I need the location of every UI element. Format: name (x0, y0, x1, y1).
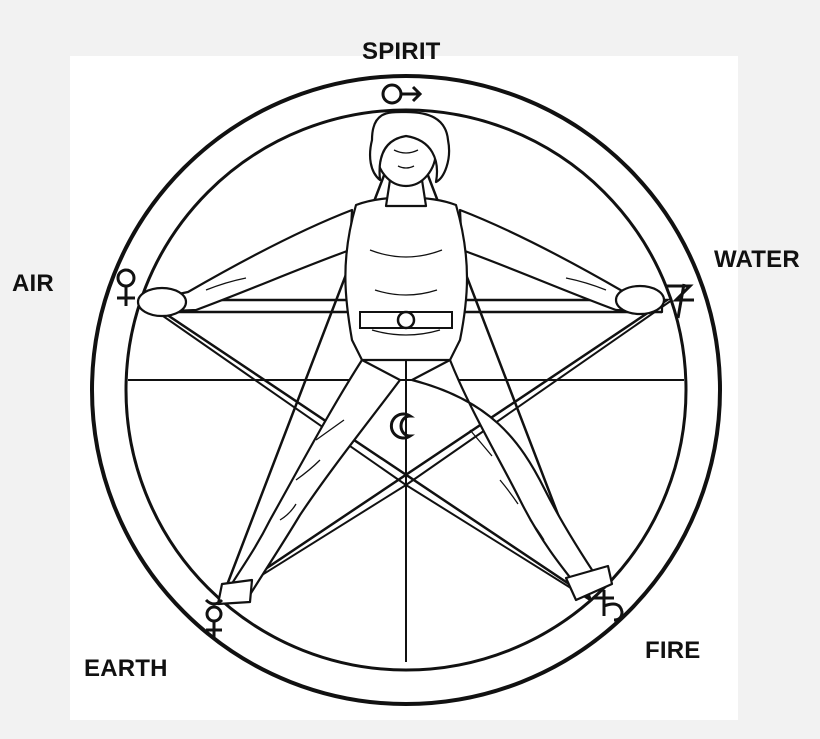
label-air: AIR (12, 270, 54, 297)
venus-symbol-icon (116, 268, 136, 306)
belt-buckle (396, 310, 416, 330)
outer-circle (90, 74, 722, 706)
label-water: WATER (714, 246, 800, 273)
label-earth: EARTH (84, 655, 168, 682)
label-fire: FIRE (645, 637, 701, 664)
mars-symbol-icon (381, 83, 423, 105)
label-spirit: SPIRIT (362, 38, 441, 65)
figure-detail-lines (205, 149, 607, 541)
jupiter-symbol-icon (666, 283, 694, 319)
saturn-symbol-icon (594, 590, 624, 622)
mercury-symbol-icon (204, 598, 224, 638)
moon-symbol-icon (389, 412, 415, 440)
human-figure (136, 110, 666, 606)
